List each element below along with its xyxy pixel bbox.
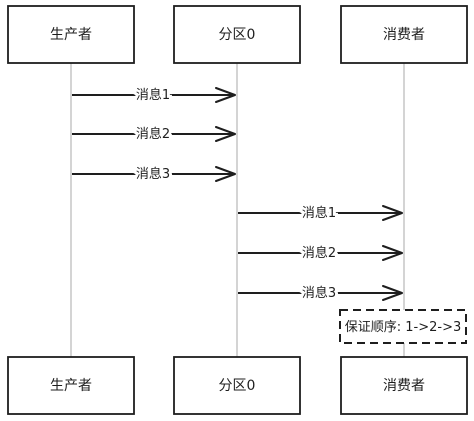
ordering-note: 保证顺序: 1->2->3 (339, 309, 467, 344)
participant-label: 消费者 (383, 378, 425, 394)
participant-box-consumer-top: 消费者 (340, 5, 468, 64)
message-arrow-3: 消息3 (72, 163, 236, 185)
participant-label: 生产者 (50, 27, 92, 43)
message-label: 消息2 (136, 126, 170, 142)
message-label: 消息1 (136, 87, 170, 103)
message-arrow-2: 消息2 (72, 123, 236, 145)
message-label: 消息1 (302, 205, 336, 221)
message-label: 消息3 (302, 285, 336, 301)
participant-label: 消费者 (383, 27, 425, 43)
participant-box-producer-top: 生产者 (7, 5, 135, 64)
participant-label: 分区0 (219, 378, 256, 394)
message-label: 消息3 (136, 166, 170, 182)
note-label: 保证顺序: 1->2->3 (345, 320, 462, 335)
message-arrow-6: 消息3 (238, 282, 403, 304)
participant-box-producer-bottom: 生产者 (7, 356, 135, 415)
participant-box-consumer-bottom: 消费者 (340, 356, 468, 415)
message-label: 消息2 (302, 245, 336, 261)
message-arrow-1: 消息1 (72, 84, 236, 106)
participant-label: 生产者 (50, 378, 92, 394)
message-arrow-5: 消息2 (238, 242, 403, 264)
message-arrow-4: 消息1 (238, 202, 403, 224)
participant-box-partition0-bottom: 分区0 (173, 356, 301, 415)
participant-label: 分区0 (219, 27, 256, 43)
participant-box-partition0-top: 分区0 (173, 5, 301, 64)
